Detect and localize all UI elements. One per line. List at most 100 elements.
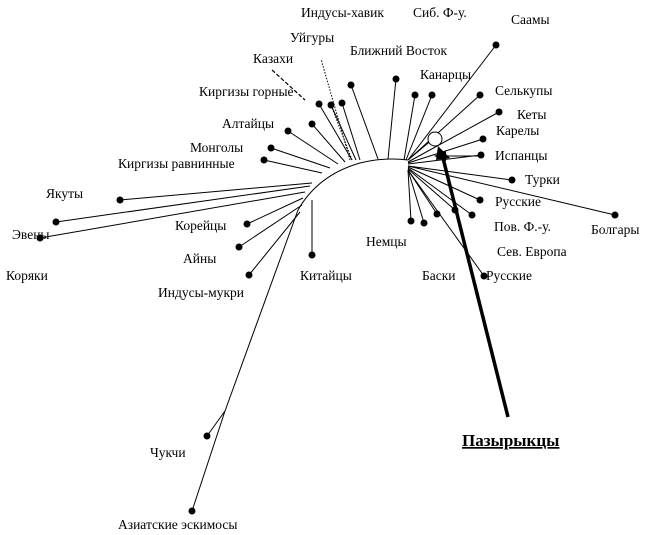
node-indus-khavik [327,101,335,109]
edge-mongoly [270,147,331,169]
label-koreitsy: Корейцы [175,218,226,233]
edge-baski [407,169,425,224]
label-pov-fu: Пов. Ф.-у. [494,219,551,234]
edge-nemtsy [407,169,412,222]
node-koreitsy [243,220,251,228]
label-russkie-1: Русские [495,194,541,209]
node-nemtsy [407,217,415,225]
edge-turki [407,165,513,181]
node-kanartsy-1 [411,91,419,99]
node-baski [420,219,428,227]
node-turki [508,176,516,184]
edge-karely [407,138,484,164]
label-yakuty: Якуты [46,186,83,201]
edge-chukchi [206,410,226,437]
label-russkie-2: Русские [486,268,532,283]
label-selkupy: Селькупы [495,83,552,98]
edge-kirgizy-gornye [311,123,346,163]
node-russkie-3 [433,210,441,218]
edge-koryaki [39,191,306,239]
label-karely: Карелы [496,123,539,138]
edge-altaitsy [287,130,339,165]
label-kanartsy: Канарцы [420,67,471,82]
edge-kirgizy-ravninnye [263,159,323,174]
edge-kazakhi [318,103,353,161]
edge-blizhny-vostok-2 [387,78,397,160]
label-ainy: Айны [183,251,216,266]
edge-koreitsy [246,197,304,225]
edge-bolgary [407,165,616,216]
label-eveny: Эвены [12,227,50,242]
label-uigury: Уйгуры [290,30,334,45]
node-yakuty [116,196,124,204]
node-chukchi [203,432,211,440]
edge-aziat-eskimosy [191,410,226,512]
node-pazyryk [427,131,443,147]
node-selkupy [476,91,484,99]
edge-yakuty [119,182,313,201]
node-russkie-1 [476,196,484,204]
node-sib-fu [347,81,355,89]
label-indus-khavik: Индусы-хавик [301,5,384,20]
node-eveny [52,218,60,226]
label-nemtsy: Немцы [366,234,407,249]
label-ispantsy: Испанцы [495,148,547,163]
label-turki: Турки [525,172,560,187]
label-sev-evropa: Сев. Европа [497,244,567,259]
label-bolgary: Болгары [591,222,639,237]
node-kitaitsy [308,251,316,259]
edge-eveny [55,185,311,223]
label-blizhny-vostok: Ближний Восток [350,43,447,58]
label-altaitsy: Алтайцы [222,116,274,131]
node-bolgary [611,211,619,219]
node-blizhny-vostok-2 [392,75,400,83]
node-saamy [492,41,500,49]
edge-indus-khavik [330,104,357,161]
edge-to-uigury [320,58,351,161]
edge-russkie-1 [407,166,481,201]
node-ispantsy [477,151,485,159]
node-kanartsy-2 [428,91,436,99]
node-aziat-eskimosy [188,507,196,515]
edge-kanartsy-1 [403,94,416,161]
label-pazyryk-title: Пазырыкцы [462,431,559,450]
edge-indus-mukri [248,211,301,276]
edge-saamy [407,44,497,161]
pointer-arrowhead-small [434,151,446,161]
edge-kety [407,111,500,163]
edge-russkie-3 [407,169,438,215]
node-mongoly [267,144,275,152]
label-koryaki: Коряки [6,268,48,283]
edge-ainy [238,204,303,248]
edge-kanartsy-2 [405,94,433,161]
node-kirgizy-ravninnye [260,156,268,164]
label-kazakhi: Казахи [253,51,293,66]
label-mongoly: Монголы [190,140,243,155]
node-kazakhi [315,100,323,108]
edge-to-indus-khavik [330,104,353,161]
edge-blizhny-vostok [341,102,361,161]
node-blizhny-vostok [338,99,346,107]
edge-sib-fu [350,84,379,160]
edge-russkie-2 [407,169,485,277]
label-sib-fu: Сиб. Ф-у. [413,5,467,20]
node-karely [479,135,487,143]
edge-pov-fu [407,167,473,216]
label-kitaitsy: Китайцы [300,268,352,283]
node-ainy [235,243,243,251]
edge-chukchi-stem [224,209,299,412]
label-indus-mukri: Индусы-мукри [158,285,244,300]
node-koryaki [36,234,44,242]
label-baski: Баски [422,268,456,283]
label-kirgizy-ravninnye: Киргизы равнинные [118,156,235,171]
label-kirgizy-gornye: Киргизы горные [199,84,294,99]
pointer-arrow-shaft [441,157,510,418]
node-pov-fu [468,211,476,219]
label-kety: Кеты [517,107,546,122]
node-altaitsy [284,127,292,135]
node-kirgizy-gornye [308,120,316,128]
node-indus-mukri [245,271,253,279]
edge-selkupy [407,94,481,161]
tree-root-arc [297,158,409,211]
